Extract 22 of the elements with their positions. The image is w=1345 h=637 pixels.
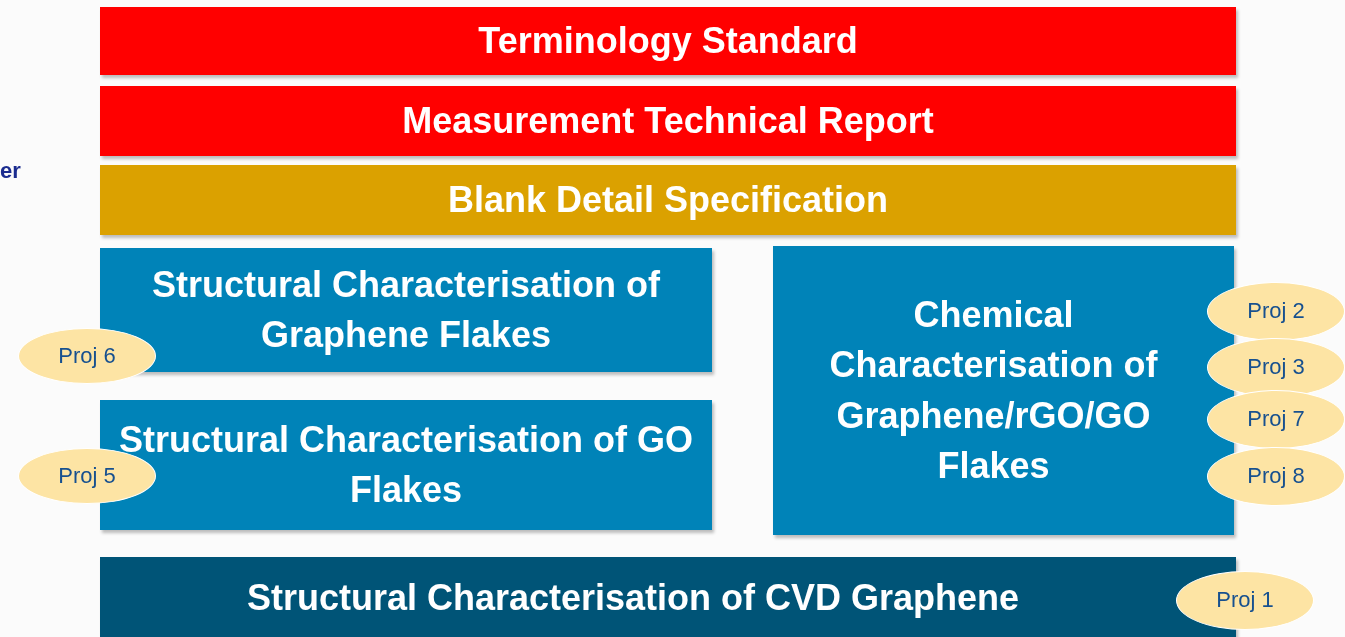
block-panel	[100, 400, 712, 530]
block-title: Blank Detail Specification	[447, 177, 889, 222]
block-title: Measurement Technical Report	[402, 98, 934, 143]
block-panel	[100, 86, 1236, 156]
block-title: Structural Characterisation of CVD Graphene	[246, 575, 1020, 620]
block-panel	[773, 246, 1234, 535]
project-label: Proj 1	[1216, 586, 1274, 615]
project-label: Proj 3	[1247, 353, 1305, 382]
project-label: Proj 5	[58, 461, 116, 490]
block-title: Structural Characterisation of Graphene Flakes	[150, 262, 662, 357]
project-ellipse	[1207, 390, 1345, 449]
project-label: Proj 8	[1247, 462, 1305, 491]
block-panel	[100, 7, 1236, 75]
block-title: Chemical Characterisation of Graphene/rGO/GO Flakes	[828, 292, 1159, 488]
block-panel	[100, 248, 712, 372]
project-label: Proj 2	[1247, 297, 1305, 326]
block-title: Structural Characterisation of GO Flakes	[117, 417, 695, 512]
block-title: Terminology Standard	[478, 18, 858, 63]
side-text-fragment: er	[0, 158, 21, 184]
project-label: Proj 6	[58, 341, 116, 370]
project-label: Proj 7	[1247, 405, 1305, 434]
block-panel	[100, 165, 1236, 235]
